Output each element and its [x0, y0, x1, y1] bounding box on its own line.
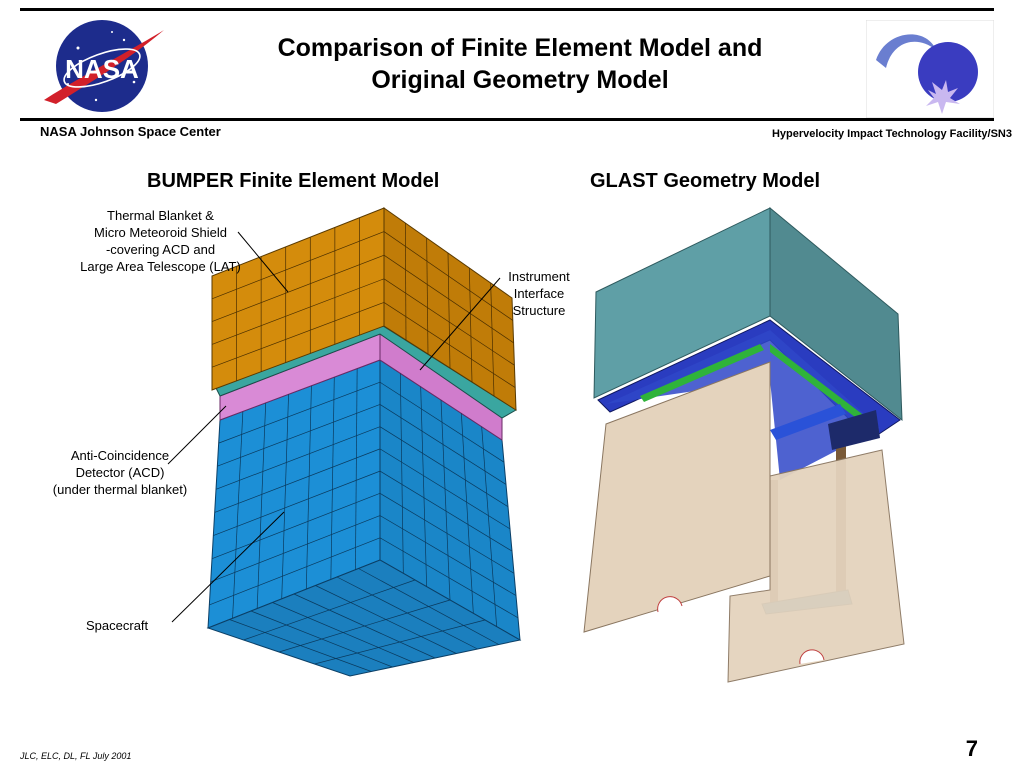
glast-top-side [769, 206, 903, 422]
label-thermal-line3: -covering ACD and [105, 242, 216, 257]
page-number: 7 [965, 736, 978, 761]
glast-interior [606, 330, 880, 480]
slide-title-line1: Comparison of Finite Element Model and [277, 34, 763, 62]
glast-panel-left-notch [657, 596, 683, 613]
label-acd-line3: (under thermal blanket) [52, 482, 188, 497]
org-right: Hypervelocity Impact Technology Facility… [771, 128, 1012, 140]
org-left: NASA Johnson Space Center [40, 124, 221, 139]
label-interface-line2: Interface [513, 286, 565, 301]
label-thermal-line1: Thermal Blanket & [107, 208, 214, 223]
label-acd-line1: Anti-Coincidence [70, 448, 170, 463]
glast-panel-right [727, 449, 905, 683]
nasa-logo-text: NASA [65, 54, 139, 84]
slide-title-line2: Original Geometry Model [371, 66, 669, 94]
nasa-logo: NASA [44, 20, 164, 112]
slide-title: Comparison of Finite Element Model and O… [200, 32, 840, 96]
label-acd: Anti-Coincidence Detector (ACD) (under t… [40, 447, 200, 498]
footer-authors: JLC, ELC, DL, FL July 2001 [20, 751, 132, 761]
left-panel-heading: BUMPER Finite Element Model [147, 170, 440, 192]
header-rule-top [20, 8, 994, 11]
glast-logo [866, 20, 994, 118]
right-panel-heading: GLAST Geometry Model [590, 170, 821, 192]
label-spacecraft: Spacecraft [86, 618, 149, 633]
label-thermal-line4: Large Area Telescope (LAT) [80, 259, 241, 274]
header-rule-bottom [20, 118, 994, 121]
label-interface: Instrument Interface Structure [496, 268, 582, 319]
label-thermal-blanket: Thermal Blanket & Micro Meteoroid Shield… [68, 207, 253, 275]
label-interface-line3: Structure [512, 303, 566, 318]
label-thermal-line2: Micro Meteoroid Shield [94, 225, 227, 240]
label-acd-line2: Detector (ACD) [75, 465, 165, 480]
label-interface-line1: Instrument [508, 269, 570, 284]
